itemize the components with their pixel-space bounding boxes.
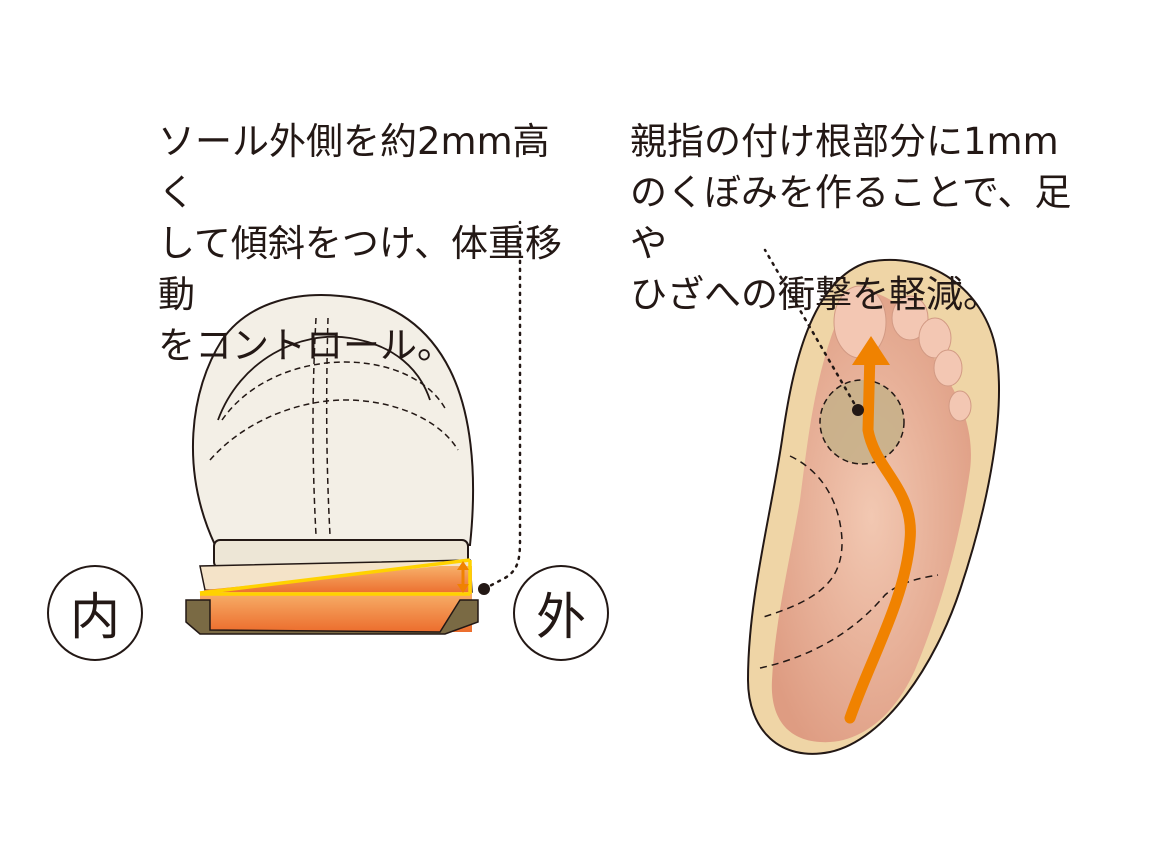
weight-shift-arrowhead <box>852 336 890 365</box>
zone-line-2 <box>759 574 939 669</box>
weight-shift-arrow <box>844 346 916 724</box>
ball-depression <box>819 379 905 465</box>
shoe-upper <box>192 294 475 546</box>
collar-seam-2 <box>209 399 459 461</box>
leader-line-left <box>482 220 522 591</box>
collar-line <box>217 335 431 421</box>
shoe-rear-view <box>185 220 522 635</box>
height-double-arrow <box>457 561 469 593</box>
caption-ball-depression: 親指の付け根部分に1mm のくぼみを作ることで、足や ひざへの衝撃を軽減。 <box>630 120 1072 316</box>
outsole <box>185 599 479 635</box>
leader-line-right <box>763 248 860 412</box>
toe-2 <box>891 295 929 341</box>
toe-4 <box>933 349 963 387</box>
caption-sole-tilt: ソール外側を約2mm高く して傾斜をつけ、体重移動 をコントロール。 <box>158 120 563 367</box>
foot-insole-diagram <box>746 248 1000 755</box>
foot-sole <box>771 291 971 743</box>
label-inner-text: 内 <box>70 588 120 646</box>
tilt-line-top <box>199 558 471 595</box>
label-inner-side: 内 <box>47 565 143 661</box>
toe-5 <box>948 390 972 422</box>
zone-line-1 <box>759 455 843 619</box>
sole-body <box>200 592 472 632</box>
label-outer-text: 外 <box>536 588 586 646</box>
label-outer-side: 外 <box>513 565 609 661</box>
sole-wedge <box>200 566 472 594</box>
toe-3 <box>918 317 952 359</box>
